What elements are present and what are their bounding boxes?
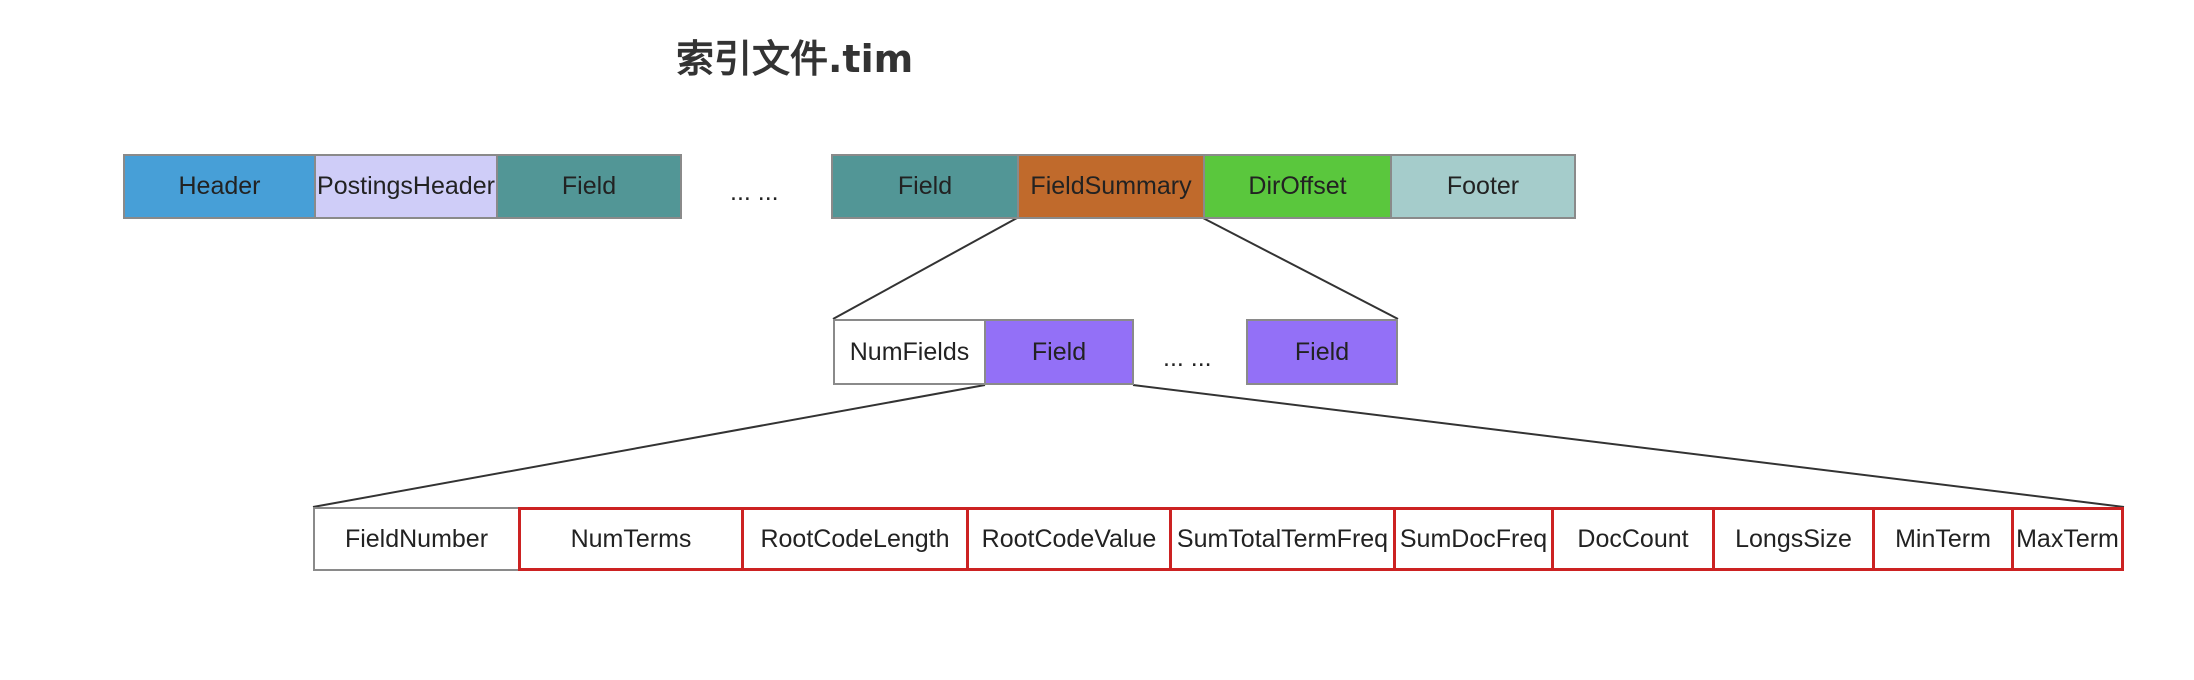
- sum-total-term-freq-label: SumTotalTermFreq: [1176, 524, 1389, 553]
- field-label: Field: [897, 172, 953, 200]
- connector-line: [312, 384, 986, 508]
- max-term-label: MaxTerm: [2016, 524, 2119, 553]
- max-term-block: MaxTerm: [2011, 507, 2124, 571]
- footer-block: Footer: [1390, 154, 1576, 219]
- connector-line: [832, 217, 1018, 320]
- root-code-length-label: RootCodeLength: [760, 524, 950, 553]
- ellipsis: ... ...: [730, 178, 779, 206]
- field-number-label: FieldNumber: [344, 524, 489, 553]
- footer-label: Footer: [1446, 172, 1520, 200]
- field-block: Field: [984, 319, 1134, 385]
- field-block: Field: [496, 154, 682, 219]
- postings-header-label: PostingsHeader: [317, 172, 495, 200]
- field-summary-label: FieldSummary: [1030, 172, 1192, 200]
- root-code-value-label: RootCodeValue: [981, 524, 1157, 553]
- field-label: Field: [1031, 337, 1087, 366]
- longs-size-label: LongsSize: [1735, 524, 1852, 553]
- num-fields-label: NumFields: [849, 337, 970, 366]
- doc-count-label: DocCount: [1577, 524, 1689, 553]
- field-label: Field: [1294, 337, 1350, 366]
- sum-doc-freq-block: SumDocFreq: [1393, 507, 1554, 571]
- header-label: Header: [178, 172, 261, 200]
- min-term-label: MinTerm: [1895, 524, 1991, 553]
- doc-count-block: DocCount: [1551, 507, 1715, 571]
- field-block: Field: [831, 154, 1019, 219]
- sum-total-term-freq-block: SumTotalTermFreq: [1169, 507, 1396, 571]
- header-block: Header: [123, 154, 316, 219]
- root-code-value-block: RootCodeValue: [966, 507, 1172, 571]
- field-number-block: FieldNumber: [313, 507, 520, 571]
- dir-offset-label: DirOffset: [1248, 172, 1347, 200]
- field-summary-block: FieldSummary: [1017, 154, 1205, 219]
- root-code-length-block: RootCodeLength: [741, 507, 969, 571]
- connector-line: [1132, 384, 2125, 508]
- field-block: Field: [1246, 319, 1398, 385]
- connector-line: [1202, 217, 1399, 320]
- sum-doc-freq-label: SumDocFreq: [1399, 524, 1548, 553]
- num-terms-block: NumTerms: [518, 507, 744, 571]
- dir-offset-block: DirOffset: [1203, 154, 1392, 219]
- min-term-block: MinTerm: [1872, 507, 2014, 571]
- num-fields-block: NumFields: [833, 319, 986, 385]
- field-label: Field: [561, 172, 617, 200]
- num-terms-label: NumTerms: [570, 524, 692, 553]
- longs-size-block: LongsSize: [1712, 507, 1875, 571]
- postings-header-block: PostingsHeader: [314, 154, 498, 219]
- page-title: 索引文件.tim: [676, 37, 914, 81]
- ellipsis: ... ...: [1163, 344, 1212, 372]
